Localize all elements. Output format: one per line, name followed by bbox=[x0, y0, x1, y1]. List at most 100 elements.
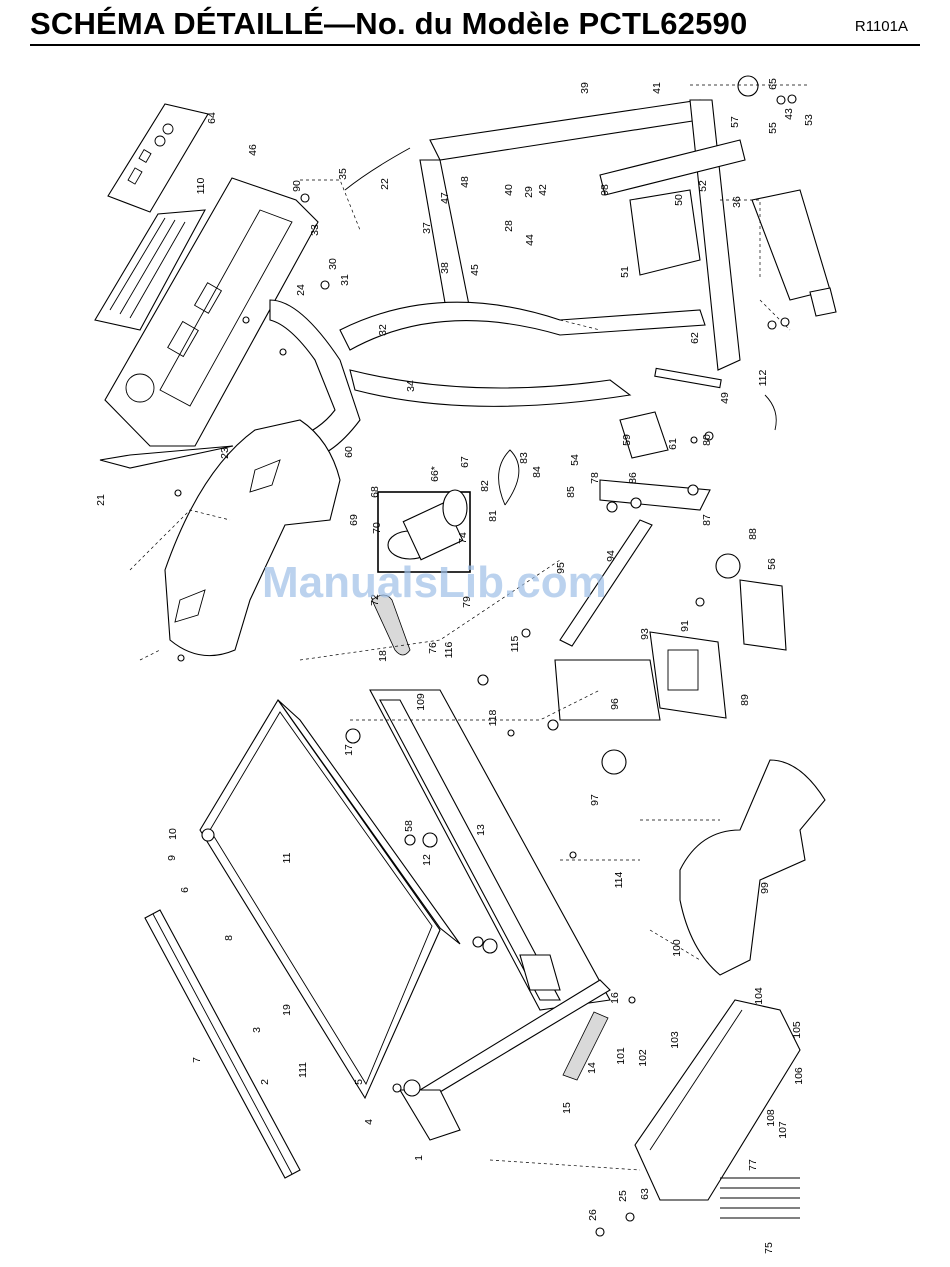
callout-43: 43 bbox=[783, 108, 795, 120]
callout-47: 47 bbox=[439, 192, 451, 204]
callout-36: 36 bbox=[731, 196, 743, 208]
watermark: ManualsLib.com bbox=[262, 558, 607, 607]
callout-24: 24 bbox=[295, 284, 307, 296]
callout-108: 108 bbox=[765, 1109, 777, 1127]
drive-belt bbox=[371, 594, 411, 656]
callout-19: 19 bbox=[281, 1004, 293, 1016]
callout-98: 98 bbox=[599, 184, 611, 196]
callout-21: 21 bbox=[95, 494, 107, 506]
callout-69: 69 bbox=[348, 514, 360, 526]
warning-decal bbox=[562, 1011, 609, 1081]
callout-95: 95 bbox=[555, 562, 567, 574]
callout-116: 116 bbox=[443, 641, 455, 658]
callout-51: 51 bbox=[619, 266, 631, 278]
callout-52: 52 bbox=[697, 180, 709, 192]
callout-53: 53 bbox=[803, 114, 815, 126]
callout-15: 15 bbox=[561, 1102, 573, 1114]
grip-handle bbox=[99, 445, 234, 469]
callout-109: 109 bbox=[415, 693, 427, 711]
callout-72: 72 bbox=[369, 594, 381, 606]
callout-85: 85 bbox=[565, 486, 577, 498]
screw-set bbox=[720, 1177, 800, 1219]
callout-29: 29 bbox=[523, 186, 535, 198]
callout-83: 83 bbox=[518, 452, 530, 464]
callout-34: 34 bbox=[405, 380, 417, 392]
callout-10: 10 bbox=[167, 828, 179, 840]
callout-42: 42 bbox=[537, 184, 549, 196]
callout-49: 49 bbox=[719, 392, 731, 404]
callout-81: 81 bbox=[487, 510, 499, 522]
callout-100: 100 bbox=[671, 939, 683, 957]
callout-45: 45 bbox=[469, 264, 481, 276]
callout-93: 93 bbox=[639, 628, 651, 640]
callout-102: 102 bbox=[637, 1049, 649, 1067]
callout-84: 84 bbox=[531, 466, 543, 478]
callout-44: 44 bbox=[524, 234, 536, 246]
callout-76: 76 bbox=[427, 642, 439, 654]
callout-46: 46 bbox=[247, 144, 259, 156]
callout-28: 28 bbox=[503, 220, 515, 232]
callout-35: 35 bbox=[337, 168, 349, 180]
callout-16: 16 bbox=[609, 992, 621, 1004]
wire-harness bbox=[498, 449, 520, 506]
power-board bbox=[739, 579, 787, 651]
callout-55: 55 bbox=[767, 122, 779, 134]
callout-33: 33 bbox=[309, 224, 321, 236]
callout-50: 50 bbox=[673, 194, 685, 206]
callout-22: 22 bbox=[379, 178, 391, 190]
callout-62: 62 bbox=[689, 332, 701, 344]
callout-114: 114 bbox=[613, 871, 625, 888]
console-keypad-board bbox=[107, 103, 209, 213]
callout-90: 90 bbox=[291, 180, 303, 192]
page-title: SCHÉMA DÉTAILLÉ—No. du Modèle PCTL62590 bbox=[30, 6, 748, 41]
callout-2: 2 bbox=[259, 1079, 271, 1085]
callout-57: 57 bbox=[729, 116, 741, 128]
upright-frame bbox=[269, 99, 746, 461]
callout-31: 31 bbox=[339, 274, 351, 286]
callout-48: 48 bbox=[459, 176, 471, 188]
incline-strut bbox=[654, 367, 722, 389]
rear-endcap bbox=[634, 999, 801, 1201]
callout-80: 80 bbox=[701, 434, 713, 446]
hardware-fasteners bbox=[174, 94, 797, 1237]
incline-pulley bbox=[715, 553, 741, 579]
callout-18: 18 bbox=[377, 650, 389, 662]
callout-88: 88 bbox=[747, 528, 759, 540]
callout-11: 11 bbox=[281, 852, 293, 863]
callout-64: 64 bbox=[206, 112, 218, 124]
callout-106: 106 bbox=[793, 1067, 805, 1085]
main-frame-rails bbox=[369, 689, 611, 1141]
callout-17: 17 bbox=[343, 744, 355, 756]
console-tray bbox=[94, 209, 206, 331]
callout-25: 25 bbox=[617, 1190, 629, 1202]
motor-detail-box bbox=[377, 491, 471, 573]
callout-7: 7 bbox=[191, 1057, 203, 1063]
callout-63: 63 bbox=[639, 1188, 651, 1200]
callout-65: 65 bbox=[767, 78, 779, 90]
callout-3: 3 bbox=[251, 1027, 263, 1033]
callout-103: 103 bbox=[669, 1031, 681, 1049]
callout-75: 75 bbox=[763, 1242, 775, 1254]
callout-14: 14 bbox=[586, 1062, 598, 1074]
callout-118: 118 bbox=[487, 709, 499, 726]
callout-5: 5 bbox=[353, 1079, 365, 1085]
callout-87: 87 bbox=[701, 514, 713, 526]
callout-30: 30 bbox=[327, 258, 339, 270]
callout-9: 9 bbox=[166, 855, 178, 861]
callout-1: 1 bbox=[413, 1155, 425, 1161]
callout-91: 91 bbox=[679, 620, 691, 632]
callout-111: 111 bbox=[297, 1062, 309, 1078]
callout-82: 82 bbox=[479, 480, 491, 492]
callout-32: 32 bbox=[377, 324, 389, 336]
console-housing bbox=[104, 177, 319, 447]
callout-23: 23 bbox=[219, 447, 231, 459]
callout-58: 58 bbox=[403, 820, 415, 832]
callout-60: 60 bbox=[343, 446, 355, 458]
callout-110: 110 bbox=[195, 177, 207, 194]
drive-motor bbox=[387, 489, 468, 561]
callout-26: 26 bbox=[587, 1209, 599, 1221]
callout-41: 41 bbox=[651, 82, 663, 94]
callout-97: 97 bbox=[589, 794, 601, 806]
callout-89: 89 bbox=[739, 694, 751, 706]
callout-101: 101 bbox=[615, 1047, 627, 1065]
